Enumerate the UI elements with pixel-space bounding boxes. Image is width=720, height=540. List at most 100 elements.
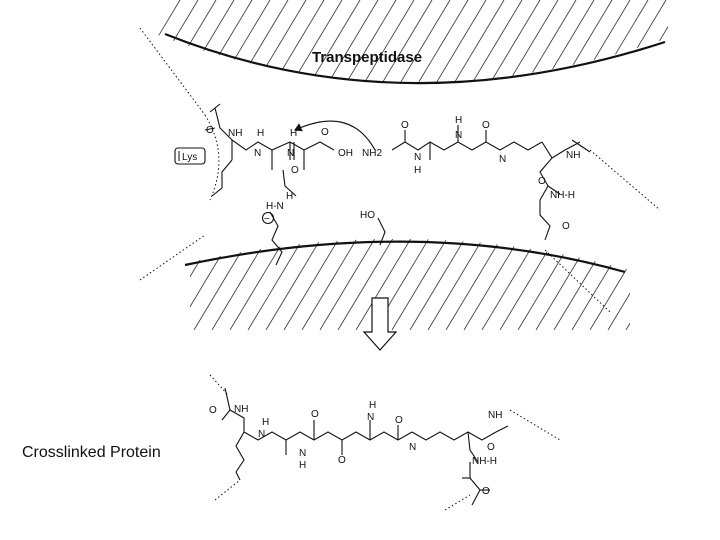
atom-label: O xyxy=(206,125,214,136)
hatch-line xyxy=(173,0,235,83)
hatch-line xyxy=(265,238,336,330)
enzyme-upper-wall xyxy=(139,0,720,201)
hatch-line xyxy=(497,0,559,83)
hatch-line xyxy=(696,0,720,100)
atom-label: O xyxy=(321,127,329,138)
atom-label: N xyxy=(258,429,265,440)
negative-charge-circle xyxy=(261,211,275,225)
enzyme-lower-wall xyxy=(139,149,661,330)
hatch-line xyxy=(209,0,271,83)
atom-label: O xyxy=(562,221,570,232)
atom-label: N xyxy=(414,152,421,163)
atom-label: − xyxy=(264,214,270,225)
atom-label: NH xyxy=(234,404,248,415)
hatch-line xyxy=(463,238,534,330)
hatch-line xyxy=(301,238,372,330)
atom-label: N xyxy=(367,412,374,423)
hatch-line xyxy=(569,0,631,83)
hatch-line xyxy=(571,238,630,330)
hatch-line xyxy=(678,0,720,100)
hatch-line xyxy=(263,0,325,83)
atom-label: HO xyxy=(360,210,375,221)
atom-label: OH xyxy=(338,148,353,159)
hatch-line xyxy=(337,238,408,330)
reaction-arrow xyxy=(362,297,398,351)
atom-label: H xyxy=(414,165,421,176)
hatch-line xyxy=(625,238,630,330)
hatch-line xyxy=(407,0,469,83)
atom-label: N xyxy=(455,130,462,141)
hatch-line xyxy=(515,0,577,83)
hatch-line xyxy=(445,238,516,330)
hatch-line xyxy=(299,0,361,83)
crosslinked-product xyxy=(209,374,561,511)
acceptor-peptide xyxy=(391,125,591,241)
hatch-line xyxy=(193,238,264,330)
svg-text:Lys: Lys xyxy=(182,152,197,163)
atom-label: NH-H xyxy=(472,456,497,467)
substrate-peptide xyxy=(204,103,376,266)
hatch-line xyxy=(607,238,630,330)
atom-label: H xyxy=(286,191,293,202)
hatch-line xyxy=(335,0,397,83)
atom-label: N xyxy=(254,148,261,159)
atom-label: NH xyxy=(488,410,502,421)
hatch-line xyxy=(535,238,606,330)
hatch-line xyxy=(283,238,354,330)
hatch-line xyxy=(461,0,523,83)
hatch-line xyxy=(551,0,613,83)
atom-label: H xyxy=(299,460,306,471)
hatch-line xyxy=(425,0,487,83)
hatch-line xyxy=(281,0,343,83)
product-label: Crosslinked Protein xyxy=(22,444,161,461)
atom-label: O xyxy=(291,165,299,176)
hatch-line xyxy=(659,0,668,83)
hatch-line xyxy=(353,0,415,83)
hatch-line xyxy=(391,238,462,330)
hatch-line xyxy=(409,238,480,330)
atom-label: N xyxy=(287,148,294,159)
hatch-line xyxy=(499,238,570,330)
hatch-line xyxy=(553,238,624,330)
hatch-line xyxy=(443,0,505,83)
hatch-line xyxy=(229,238,300,330)
hatch-line xyxy=(245,0,307,83)
atom-label: NH xyxy=(228,128,242,139)
enzyme-label: Transpeptidase xyxy=(312,49,422,66)
atom-label: H xyxy=(262,417,269,428)
serine-hydroxyl xyxy=(377,217,386,246)
hatch-line xyxy=(371,0,433,83)
atom-label: H xyxy=(257,128,264,139)
atom-label: H-N xyxy=(266,201,284,212)
atom-label: H xyxy=(290,128,297,139)
hatch-line xyxy=(389,0,451,83)
atom-label: N xyxy=(499,154,506,165)
hatch-line xyxy=(587,0,649,83)
atom-label: O xyxy=(482,120,490,131)
atom-label: O xyxy=(482,486,490,497)
atom-label: O xyxy=(395,415,403,426)
hatch-line xyxy=(479,0,541,83)
hatch-line xyxy=(623,0,668,83)
hatch-line xyxy=(150,0,181,83)
hatch-line xyxy=(190,238,228,330)
atom-label: N xyxy=(299,448,306,459)
hatch-line xyxy=(641,0,668,83)
hatch-line xyxy=(517,238,588,330)
atom-label: O xyxy=(338,455,346,466)
atom-label: O xyxy=(538,176,546,187)
atom-label: O xyxy=(311,409,319,420)
hatch-line xyxy=(481,238,552,330)
hatch-line xyxy=(355,238,426,330)
atom-label: O xyxy=(401,120,409,131)
atom-label: NH-H xyxy=(550,190,575,201)
atom-label: N xyxy=(409,442,416,453)
hatch-line xyxy=(533,0,595,83)
atom-label: O xyxy=(209,405,217,416)
atom-label: H xyxy=(455,115,462,126)
atom-label: H xyxy=(369,400,376,411)
atom-label: O xyxy=(487,442,495,453)
hatch-line xyxy=(190,238,246,330)
hatch-line xyxy=(317,0,379,83)
